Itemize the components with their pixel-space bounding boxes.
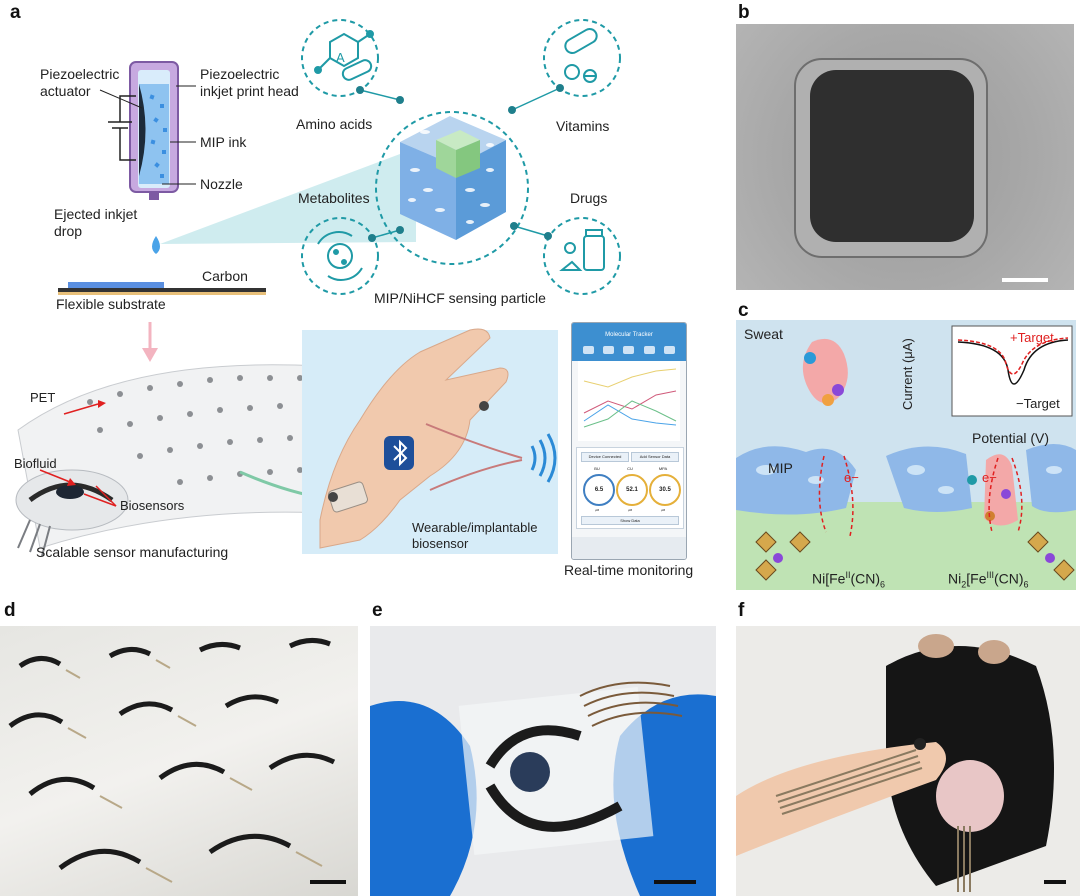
scale-bar-d xyxy=(310,880,346,884)
label-ni-fe-ii: Ni[FeII(CN)6 xyxy=(812,570,886,590)
phone-tab-row xyxy=(572,343,686,361)
inkjet-drop xyxy=(152,236,160,254)
label-sensing-particle: MIP/NiHCF sensing particle xyxy=(374,290,546,306)
show-data-button[interactable]: Show Data xyxy=(581,516,679,525)
panel-label-b: b xyxy=(738,2,750,23)
cv-ylabel: Current (μA) xyxy=(900,338,915,410)
label-nozzle: Nozzle xyxy=(200,176,243,192)
label-drugs: Drugs xyxy=(570,190,608,206)
panel-label-a: a xyxy=(10,2,21,23)
label-wearable-biosensor: Wearable/implantable biosensor xyxy=(412,520,538,551)
panel-label-f: f xyxy=(738,600,745,621)
sensor-sheet-graphic xyxy=(15,364,347,557)
label-amino-acids: Amino acids xyxy=(296,116,373,132)
label-biofluid: Biofluid xyxy=(14,456,57,471)
panel-a-illustration xyxy=(15,19,621,557)
readout-cu-unit: μM xyxy=(627,508,633,512)
scale-bar-f xyxy=(1044,880,1066,884)
device-connected-button[interactable]: Device Connected xyxy=(581,452,629,462)
cv-xlabel: Potential (V) xyxy=(972,430,1050,446)
tem-image xyxy=(736,24,1074,290)
label-ni2-fe-iii: Ni2[FeIII(CN)6 xyxy=(948,570,1029,590)
readout-mpa-name: MPA xyxy=(658,466,668,471)
label-flexible-substrate: Flexible substrate xyxy=(56,296,166,312)
label-pet: PET xyxy=(30,390,56,405)
metabolites-icon xyxy=(317,231,363,281)
panel-label-c: c xyxy=(738,300,749,321)
readout-bu-gauge: 6.5 xyxy=(583,474,615,506)
label-ejected-drop: Ejected inkjet drop xyxy=(54,206,138,239)
readout-cu-name: CU xyxy=(627,466,633,471)
sensor-array-photo xyxy=(0,626,358,896)
readout-mpa-gauge: 30.5 xyxy=(649,474,681,506)
hand-graphic xyxy=(319,328,509,549)
label-mip: MIP xyxy=(768,460,793,476)
label-print-head: Piezoelectric inkjet print head xyxy=(200,66,299,99)
readout-cu-gauge: 52.1 xyxy=(616,474,648,506)
label-electron-right: e− xyxy=(982,470,997,485)
label-electron-left: e− xyxy=(844,470,859,485)
readout-mpa-unit: μM xyxy=(660,508,666,512)
printhead-graphic xyxy=(99,61,196,200)
label-biosensors: Biosensors xyxy=(120,498,185,513)
panel-label-e: e xyxy=(372,600,383,621)
label-carbon: Carbon xyxy=(202,268,248,284)
phone-readout-card: Device Connected Add Sensor Data BU CU M… xyxy=(576,447,684,529)
label-metabolites: Metabolites xyxy=(298,190,370,206)
phone-app-screen: Molecular Tracker Device Connected Add S… xyxy=(571,322,687,560)
scale-bar-e xyxy=(654,880,696,884)
add-sensor-data-button[interactable]: Add Sensor Data xyxy=(631,452,679,462)
legend-plus-target: +Target xyxy=(1010,330,1054,345)
amino-acid-glyph: A xyxy=(336,50,345,65)
wireless-signal-icon xyxy=(530,433,557,483)
legend-minus-target: −Target xyxy=(1016,396,1060,411)
vitamins-icon xyxy=(564,28,598,83)
panel-label-d: d xyxy=(4,600,16,621)
drugs-icon xyxy=(559,229,605,271)
sensing-particle-cube xyxy=(400,116,506,240)
phone-app-title: Molecular Tracker xyxy=(572,323,686,343)
scale-bar-b xyxy=(1002,278,1048,282)
phone-line-chart xyxy=(578,361,680,441)
label-realtime-monitoring: Real-time monitoring xyxy=(564,562,694,578)
phone-nav-bar xyxy=(572,537,686,559)
label-scalable-manufacturing: Scalable sensor manufacturing xyxy=(36,544,229,560)
label-vitamins: Vitamins xyxy=(556,118,610,134)
label-sweat: Sweat xyxy=(744,326,783,342)
readout-bu-name: BU xyxy=(594,466,600,471)
flexible-sensor-photo xyxy=(370,626,716,896)
readout-bu-unit: μM xyxy=(594,508,600,512)
amino-acids-icon xyxy=(314,30,374,81)
panel-c-schematic xyxy=(736,320,1076,590)
label-piezo-actuator: Piezoelectric actuator xyxy=(40,66,120,99)
implant-mouse-photo xyxy=(736,626,1080,896)
label-mip-ink: MIP ink xyxy=(200,134,247,150)
